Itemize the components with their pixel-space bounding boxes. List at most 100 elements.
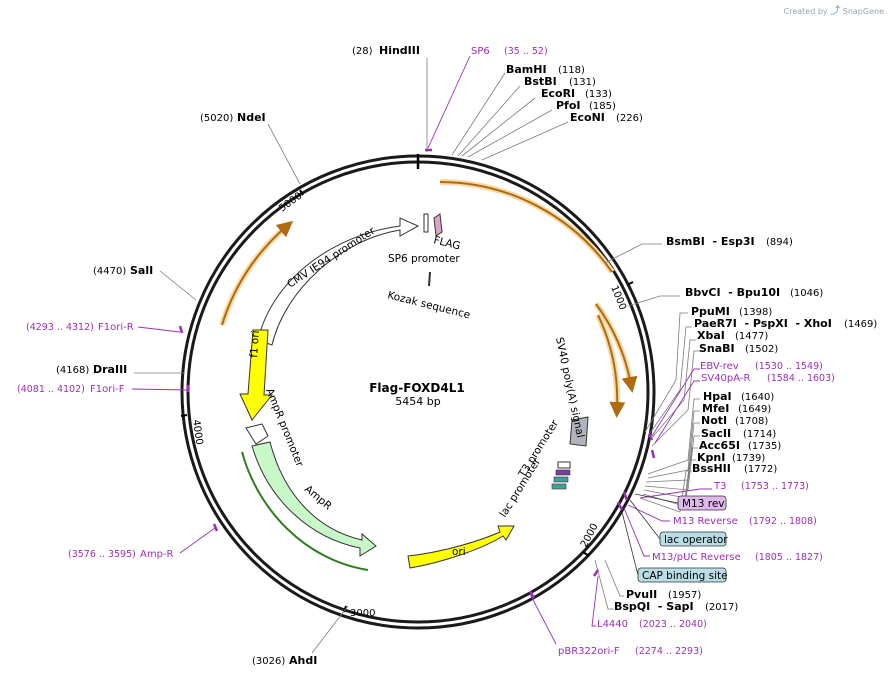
site-hpai-pos: (1640) (741, 392, 774, 403)
primer-m13-puc-name: M13/pUC Reverse (652, 552, 741, 563)
primer-marks (178, 148, 656, 599)
primer-sp6-pos: (35 .. 52) (504, 46, 548, 57)
site-hindiii-pos: (28) (352, 46, 373, 57)
t3-promoter-box (557, 461, 571, 469)
primer-ebv-rev-name: EBV-rev (700, 361, 739, 372)
feature-kozak: Kozak sequence (386, 289, 471, 321)
tick-mark-2000 (582, 551, 590, 557)
site-paer7i-name: PaeR7I - PspXI - XhoI (694, 317, 832, 330)
site-hpai-name: HpaI (703, 390, 732, 403)
brand-name: SnapGene (842, 7, 884, 16)
plasmid-size: 5454 bp (395, 395, 440, 408)
feature-tags: M13 rev lac operator CAP binding site (637, 495, 728, 583)
flag-box (433, 213, 443, 237)
site-ahdi-name: AhdI (289, 654, 317, 667)
tag-leaders (621, 493, 679, 576)
primer-f1ori-r-name: F1ori-R (98, 322, 134, 333)
site-noti-pos: (1708) (735, 416, 768, 427)
tag-lac-operator: lac operator (664, 534, 728, 546)
site-bbvci-name: BbvCI - Bpu10I (685, 286, 780, 299)
site-pvuii-name: PvuII (626, 588, 657, 601)
site-bspqi-name: BspQI - SapI (614, 600, 694, 613)
site-kpni-name: KpnI (697, 451, 725, 464)
site-sali-pos: (4470) (93, 266, 126, 277)
site-acc65i-pos: (1735) (748, 441, 781, 452)
feature-f1-ori: f1 ori (248, 330, 262, 358)
site-ahdi-pos: (3026) (252, 656, 285, 667)
feature-ori: ori (452, 546, 466, 558)
feature-ampr: AmpR (302, 483, 334, 512)
primer-l4440-name: L4440 (597, 619, 628, 630)
primer-labels: SP6 (35 .. 52) EBV-rev (1530 .. 1549) SV… (17, 46, 835, 657)
lac-operator-box (553, 476, 569, 483)
primer-ebv-rev-pos: (1530 .. 1549) (755, 361, 823, 372)
orf-arc-1 (439, 181, 613, 273)
site-snabi-name: SnaBI (699, 342, 735, 355)
snapgene-credit: Created by ⤴ SnapGene (784, 2, 884, 17)
site-ndei-name: NdeI (237, 111, 266, 124)
tag-cap-binding-site: CAP binding site (642, 570, 728, 582)
ampr-orf-arc (241, 451, 369, 571)
cmv-promoter-arrow (257, 217, 420, 346)
site-sacii-name: SacII (701, 427, 731, 440)
feature-flag: FLAG (432, 234, 461, 252)
site-paer7i-pos: (1469) (844, 319, 877, 330)
primer-m13-reverse-pos: (1792 .. 1808) (749, 516, 817, 527)
ori-arrow (407, 525, 515, 569)
orf-arc-4 (221, 220, 294, 326)
primer-m13-reverse-name: M13 Reverse (673, 516, 738, 527)
site-ndei-pos: (5020) (200, 113, 233, 124)
site-kpni-pos: (1739) (732, 453, 765, 464)
site-ecori-name: EcoRI (541, 87, 575, 100)
site-bspqi-pos: (2017) (705, 602, 738, 613)
snapgene-logo-icon: ⤴ (830, 6, 841, 17)
primer-l4440-pos: (2023 .. 2040) (639, 619, 707, 630)
primer-f1ori-f-pos: (4081 .. 4102) (17, 384, 85, 395)
primer-m13-puc-pos: (1805 .. 1827) (755, 552, 823, 563)
primer-amp-r-name: Amp-R (140, 549, 174, 560)
site-mfei-name: MfeI (702, 402, 729, 415)
site-snabi-pos: (1502) (745, 344, 778, 355)
ampr-promoter-arrow (245, 423, 269, 445)
kozak-mark (428, 271, 431, 287)
site-ecori-pos: (133) (585, 89, 612, 100)
tag-m13-rev: M13 rev (682, 498, 725, 510)
primer-f1ori-f-name: F1ori-F (90, 384, 125, 395)
primer-sv40pa-r-name: SV40pA-R (701, 373, 750, 384)
brand-prefix: Created by (783, 7, 828, 16)
site-bstbi-pos: (131) (569, 77, 596, 88)
primer-sp6-name: SP6 (471, 46, 490, 57)
tag-cap-box (637, 567, 727, 583)
site-econi-name: EcoNI (570, 111, 605, 124)
tag-m13-rev-box (677, 495, 727, 511)
site-bamhi-name: BamHI (506, 63, 547, 76)
tick-mark-1000 (626, 281, 634, 286)
tick-mark-4000 (180, 414, 188, 417)
site-bbvci-pos: (1046) (790, 288, 823, 299)
site-xbai-pos: (1477) (735, 331, 768, 342)
site-draiii-pos: (4168) (56, 365, 89, 376)
primer-amp-r-pos: (3576 .. 3595) (68, 549, 136, 560)
tag-lac-operator-box (659, 531, 727, 547)
primer-f1ori-r-pos: (4293 .. 4312) (26, 322, 94, 333)
site-ppumi-pos: (1398) (739, 307, 772, 318)
m13-rev-box (555, 469, 571, 476)
site-bsmbi-pos: (894) (766, 237, 793, 248)
tick-label-4000: 4000 (190, 419, 204, 446)
feature-sp6-promoter: SP6 promoter (388, 253, 460, 265)
site-pfoi-pos: (185) (589, 101, 616, 112)
orf-arcs (219, 179, 638, 418)
site-bsshii-name: BssHII (692, 462, 731, 475)
sv40-polya-box (569, 416, 589, 447)
primer-pbr322ori-f-name: pBR322ori-F (558, 646, 620, 657)
f1-ori-arrow (239, 329, 274, 421)
orf-arc-2 (595, 303, 638, 393)
sp6-promoter-box (423, 213, 429, 233)
site-noti-name: NotI (701, 414, 727, 427)
site-acc65i-name: Acc65I (699, 439, 740, 452)
site-bsmbi-name: BsmBI - Esp3I (666, 235, 755, 248)
plasmid-name: Flag-FOXD4L1 (369, 381, 465, 395)
ampr-arrow (251, 441, 377, 557)
site-bamhi-pos: (118) (558, 65, 585, 76)
site-pfoi-name: PfoI (556, 99, 581, 112)
